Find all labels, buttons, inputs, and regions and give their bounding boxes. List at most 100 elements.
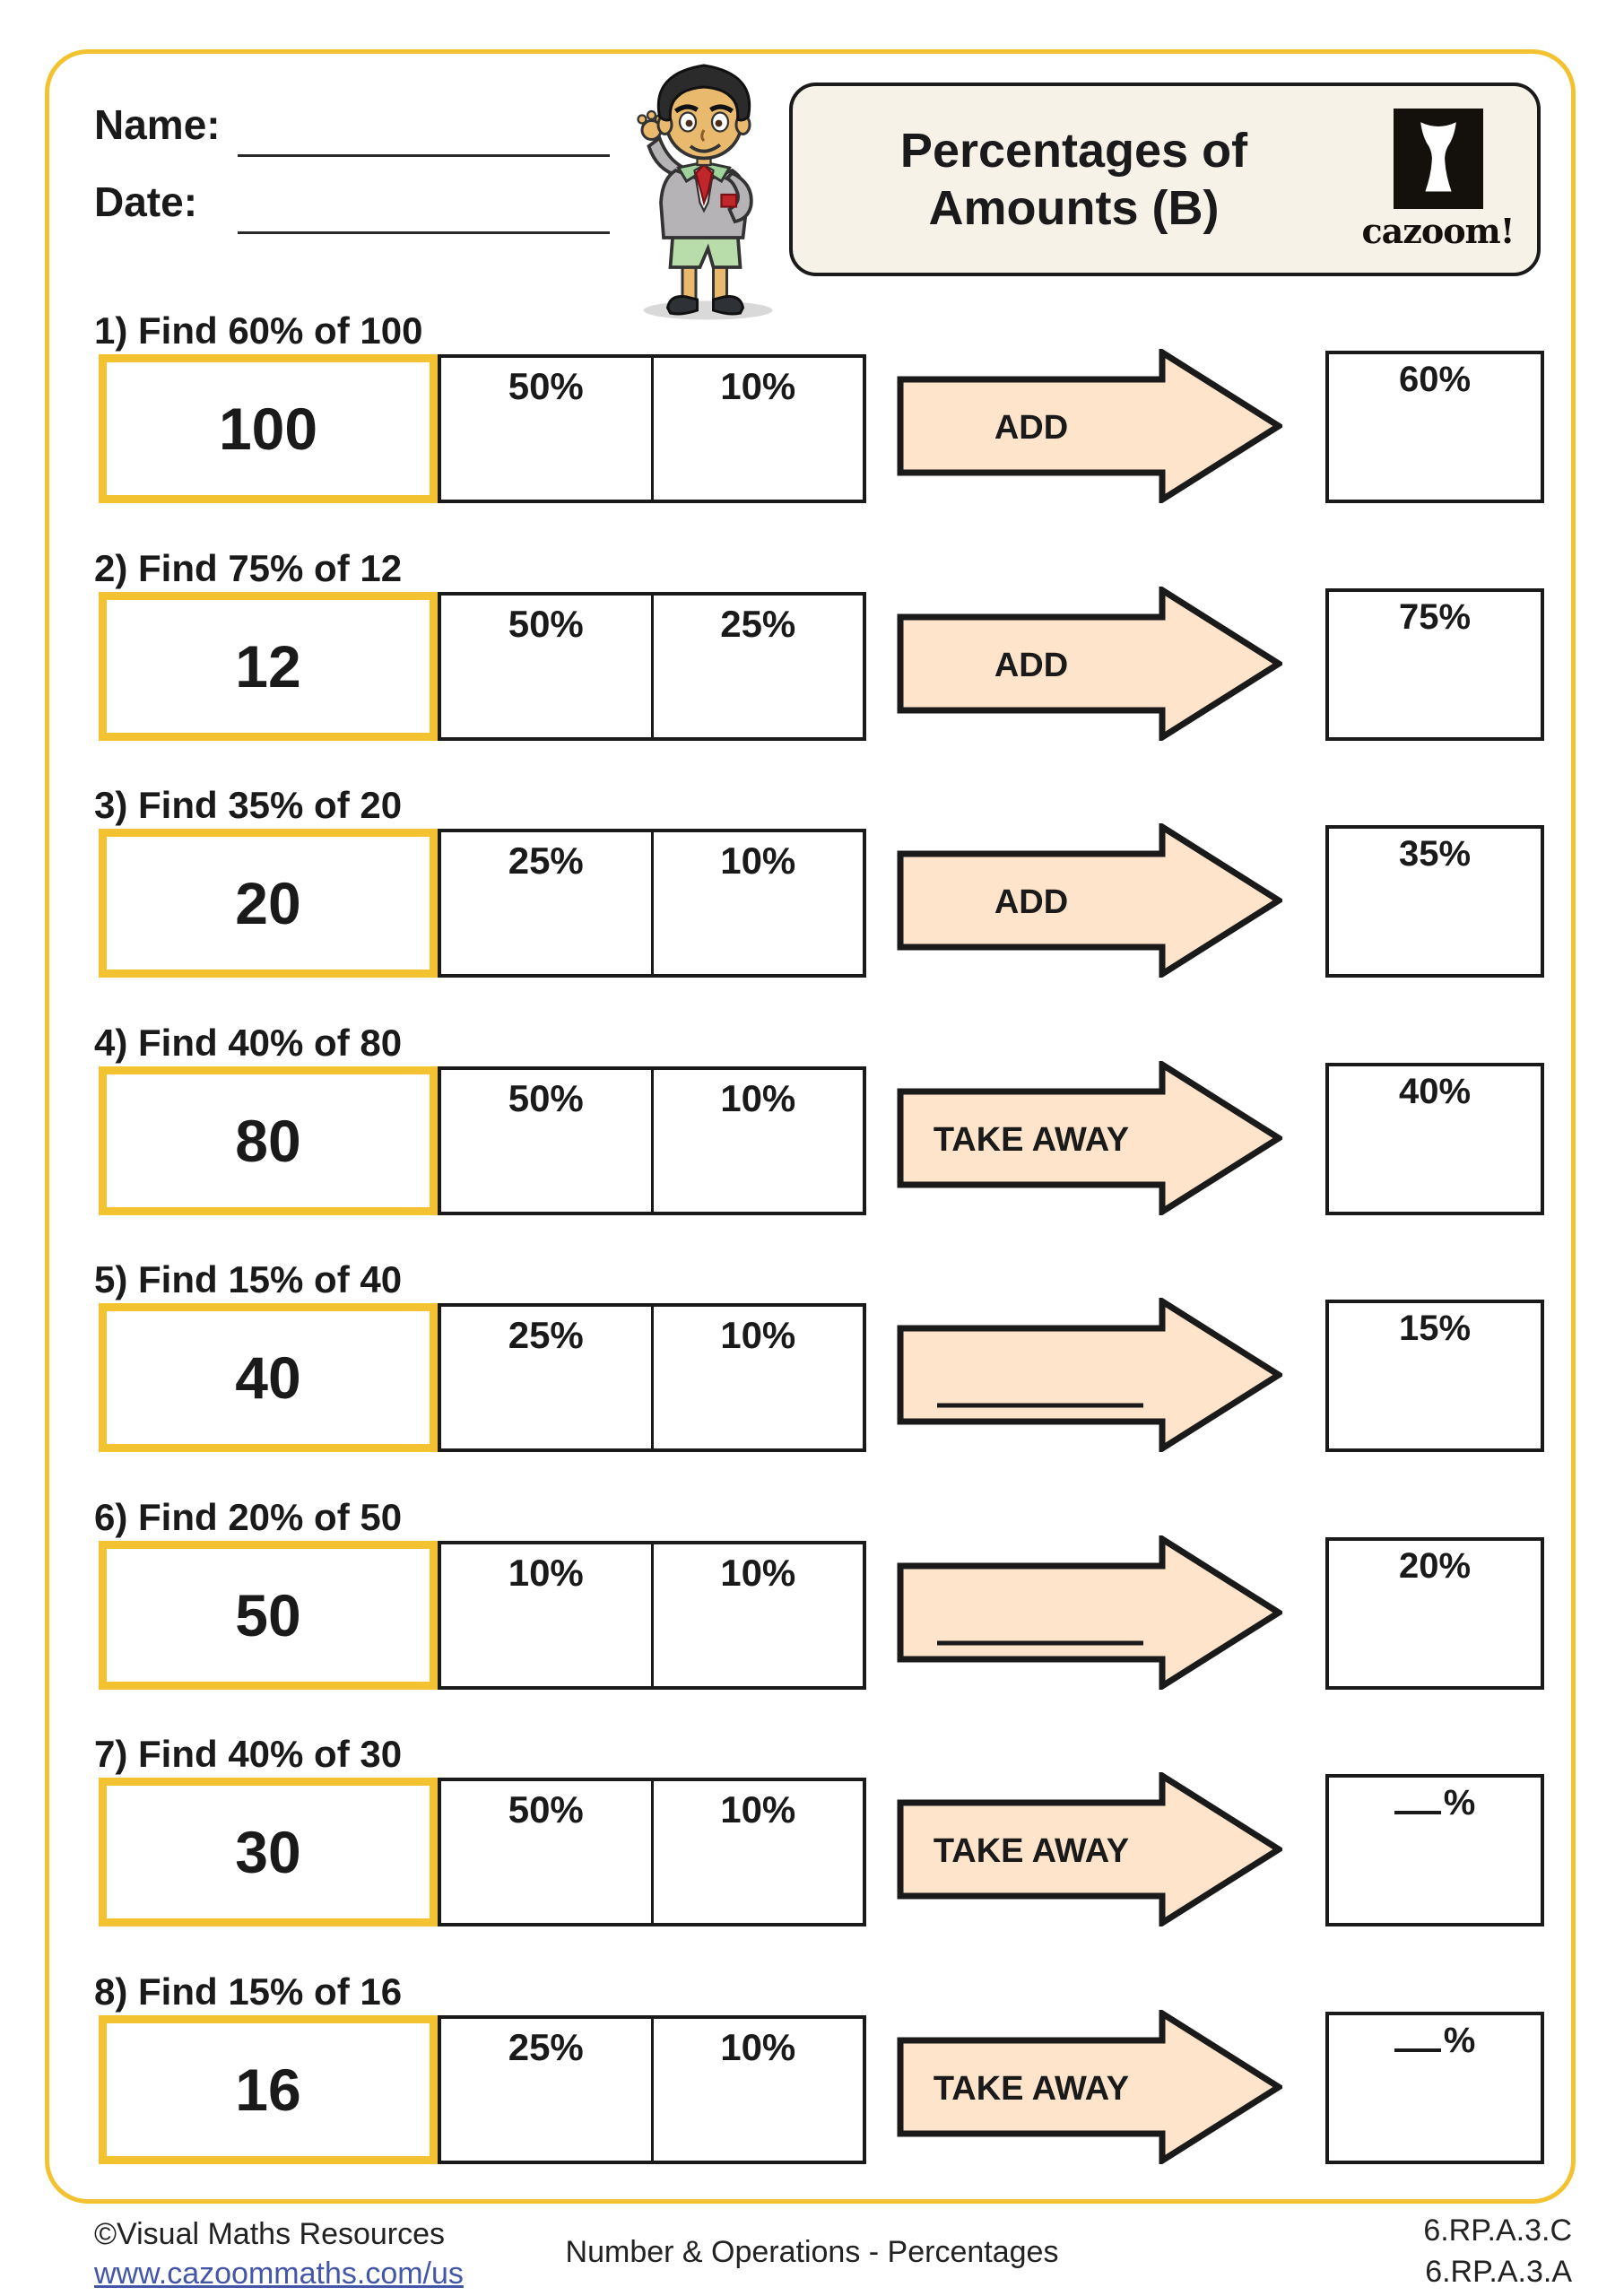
amount-value: 16 [235,2057,301,2123]
percent-table: 25% 10% [438,2015,866,2164]
result-label: 60% [1398,360,1472,399]
result-box[interactable]: 40% [1325,1063,1544,1215]
question-label: 2) Find 75% of 12 [94,547,403,589]
percent-table: 50% 10% [438,354,866,503]
percent-label: 25% [508,1314,584,1356]
operation-label: ADD [994,647,1068,684]
pocket-badge [720,193,738,208]
operation-arrow[interactable] [897,1298,1282,1452]
percent-label: 50% [508,1788,584,1831]
percent-table: 25% 10% [438,1303,866,1452]
operation-label: TAKE AWAY [934,1121,1129,1159]
operation-label: ADD [994,883,1068,921]
result-box[interactable]: % [1325,1774,1544,1926]
percent-label: 10% [720,1314,796,1356]
percent-cell-1[interactable]: 25% [441,2019,654,2161]
percent-cell-1[interactable]: 25% [441,1307,654,1448]
percent-cell-1[interactable]: 50% [441,1070,654,1212]
name-line[interactable] [238,154,610,157]
percent-cell-1[interactable]: 10% [441,1544,654,1686]
amount-value: 100 [218,396,318,462]
result-box[interactable]: 20% [1325,1537,1544,1690]
topic-label: Number & Operations - Percentages [565,2235,1059,2269]
problem-row-2: 2) Find 75% of 12 12 50% 25% ADD 75% [0,547,1624,753]
result-label: 75% [1398,597,1472,637]
percent-table: 50% 10% [438,1066,866,1215]
copyright-text: ©Visual Maths Resources [94,2217,446,2251]
page-border-frame [45,49,1576,2204]
problem-row-6: 6) Find 20% of 50 50 10% 10% 20% [0,1496,1624,1702]
student-mascot-illustration [637,64,773,320]
percent-label: 50% [508,365,584,407]
percent-cell-2[interactable]: 10% [654,1544,864,1686]
operation-arrow: ADD [897,823,1282,978]
percent-cell-2[interactable]: 25% [654,596,864,737]
operation-arrow: ADD [897,349,1282,503]
percent-cell-2[interactable]: 10% [654,358,864,500]
result-box[interactable]: 60% [1325,351,1544,503]
title-box: Percentages of Amounts (B) cazoom! [789,83,1541,276]
question-label: 3) Find 35% of 20 [94,784,403,826]
amount-value: 80 [235,1108,301,1174]
percent-label: 10% [720,365,796,407]
standard-code-2: 6.RP.A.3.A [1425,2255,1572,2289]
percent-cell-1[interactable]: 50% [441,596,654,737]
shoe-right [712,295,745,316]
percent-cell-1[interactable]: 25% [441,832,654,974]
operation-arrow: TAKE AWAY [897,1772,1282,1926]
result-box[interactable]: 35% [1325,825,1544,978]
cazoom-logo-icon [1393,108,1483,209]
question-label: 8) Find 15% of 16 [94,1970,403,2013]
percent-label: 25% [720,603,796,645]
tie [694,163,714,206]
shoe-left [665,295,699,316]
amount-value: 20 [235,870,301,936]
percent-cell-2[interactable]: 10% [654,1070,864,1212]
amount-box: 30 [99,1778,438,1926]
hair [656,64,751,122]
result-box[interactable]: % [1325,2012,1544,2164]
percent-label: 50% [508,1077,584,1119]
percent-label: 50% [508,603,584,645]
percent-cell-2[interactable]: 10% [654,1307,864,1448]
amount-box: 40 [99,1303,438,1452]
worksheet-title: Percentages of Amounts (B) [899,124,1248,235]
operation-arrow: TAKE AWAY [897,2010,1282,2164]
standard-code-1: 6.RP.A.3.C [1423,2213,1572,2248]
question-label: 4) Find 40% of 80 [94,1022,403,1064]
result-label: 35% [1398,834,1472,874]
operation-arrow: TAKE AWAY [897,1061,1282,1215]
percent-table: 50% 25% [438,592,866,741]
percent-cell-2[interactable]: 10% [654,2019,864,2161]
percent-table: 25% 10% [438,829,866,978]
date-line[interactable] [238,231,610,234]
operation-arrow[interactable] [897,1535,1282,1690]
result-label: 20% [1398,1546,1472,1586]
amount-box: 50 [99,1541,438,1690]
question-label: 7) Find 40% of 30 [94,1733,403,1775]
result-box[interactable]: 15% [1325,1300,1544,1452]
cazoom-logo: cazoom! [1355,108,1537,251]
problem-row-1: 1) Find 60% of 100 100 50% 10% ADD 60% [0,309,1624,516]
problem-row-8: 8) Find 15% of 16 16 25% 10% TAKE AWAY % [0,1970,1624,2177]
result-box[interactable]: 75% [1325,588,1544,741]
problem-row-3: 3) Find 35% of 20 20 25% 10% ADD 35% [0,784,1624,990]
amount-box: 80 [99,1066,438,1215]
percent-cell-2[interactable]: 10% [654,1781,864,1923]
amount-value: 50 [235,1582,301,1648]
percent-cell-1[interactable]: 50% [441,358,654,500]
percent-table: 50% 10% [438,1778,866,1926]
percent-cell-1[interactable]: 50% [441,1781,654,1923]
percent-label: 25% [508,2026,584,2068]
percent-cell-2[interactable]: 10% [654,832,864,974]
problem-row-4: 4) Find 40% of 80 80 50% 10% TAKE AWAY 4… [0,1022,1624,1228]
percent-label: 10% [508,1552,584,1594]
amount-box: 12 [99,592,438,741]
date-label: Date: [94,178,198,225]
amount-value: 30 [235,1819,301,1885]
problem-row-7: 7) Find 40% of 30 30 50% 10% TAKE AWAY % [0,1733,1624,1939]
operation-label: TAKE AWAY [934,1832,1129,1870]
website-link[interactable]: www.cazoommaths.com/us [94,2257,464,2291]
result-blank-line [1394,2022,1441,2052]
